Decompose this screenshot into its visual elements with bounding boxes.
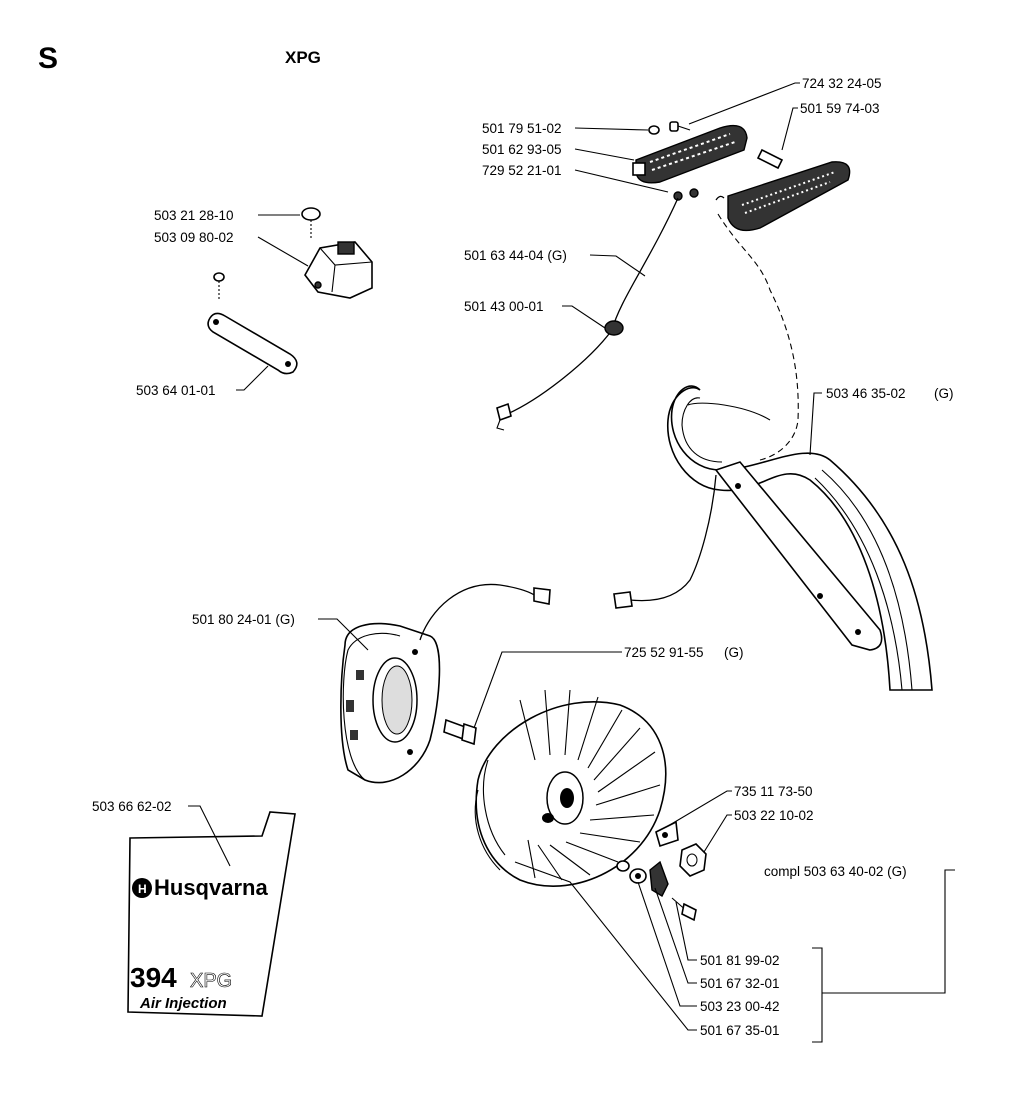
label-screw-pawl: 501 81 99-02: [700, 953, 780, 968]
decal-brand: Husqvarna: [154, 875, 268, 900]
decal-model-suffix: XPG: [190, 970, 232, 992]
stop-switch-drawing: [207, 207, 373, 375]
label-handle-bar-g: (G): [934, 386, 954, 401]
label-pin: 501 59 74-03: [800, 101, 880, 116]
label-screw-switch: 503 21 28-10: [154, 208, 234, 223]
label-decal: 503 66 62-02: [92, 799, 172, 814]
label-grommet: 501 43 00-01: [464, 299, 544, 314]
decal-tagline: Air Injection: [139, 995, 227, 1012]
label-switch-plate: 501 62 93-05: [482, 142, 562, 157]
decal-model-number: 394: [130, 962, 177, 993]
switch-plate-drawing: [632, 121, 851, 232]
leader-lines: [188, 82, 955, 1043]
handle-bar-drawing: [667, 385, 933, 691]
section-letter: S: [38, 42, 58, 75]
model-code: XPG: [285, 48, 321, 67]
label-cable-short: 501 63 44-04 (G): [464, 248, 567, 263]
flywheel-drawing: [474, 689, 667, 887]
svg-text:H: H: [138, 882, 147, 896]
label-flywheel-compl: compl 503 63 40-02 (G): [764, 864, 907, 879]
label-washer-pawl: 503 23 00-42: [700, 999, 780, 1014]
label-bolt-module: 725 52 91-55: [624, 645, 704, 660]
label-ignition-module: 501 80 24-01 (G): [192, 612, 295, 627]
label-washer-key: 735 11 73-50: [734, 784, 813, 799]
label-pawl: 501 67 32-01: [700, 976, 780, 991]
label-washer-small: 501 79 51-02: [482, 121, 562, 136]
label-bolt-module-g: (G): [724, 645, 744, 660]
label-spring-contact: 729 52 21-01: [482, 163, 562, 178]
label-spring-pawl: 501 67 35-01: [700, 1023, 780, 1038]
label-handle-bar: 503 46 35-02: [826, 386, 906, 401]
label-screw-upper: 724 32 24-05: [802, 76, 882, 91]
label-stop-switch: 503 09 80-02: [154, 230, 234, 245]
grommet-drawing: [604, 320, 624, 336]
decal-drawing: Husqvarna H 394 XPG Air Injection: [127, 811, 296, 1017]
label-bracket: 503 64 01-01: [136, 383, 216, 398]
label-nut: 503 22 10-02: [734, 808, 814, 823]
ignition-module-drawing: [340, 622, 441, 784]
